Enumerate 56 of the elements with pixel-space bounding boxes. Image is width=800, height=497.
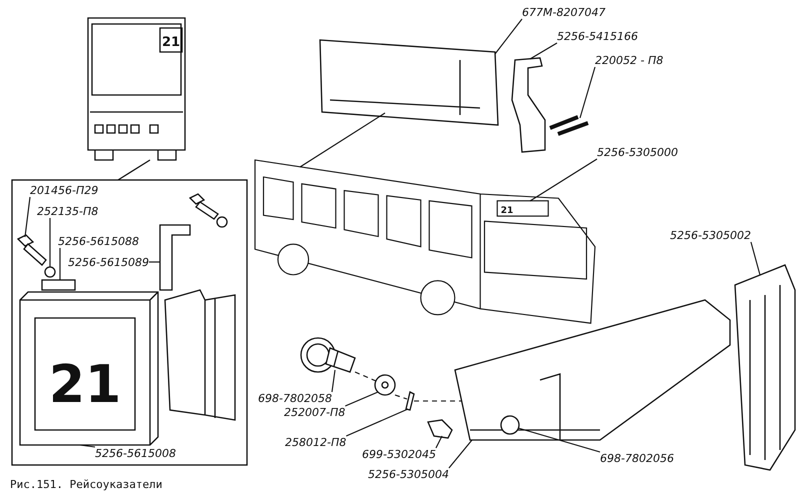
- part-number: 220052 - П8: [595, 54, 664, 67]
- cotter-pin-drawing: [405, 391, 415, 411]
- part-number: 5256-5615008: [95, 447, 176, 460]
- part-number: 677М-8207047: [522, 6, 606, 19]
- part-number: 5256-5415166: [557, 30, 638, 43]
- route-number: 21: [500, 206, 514, 216]
- leader-line: [448, 440, 472, 468]
- part-number: 201456-П29: [30, 184, 98, 197]
- bracket-drawing: [511, 57, 546, 153]
- bracket-plate: [41, 279, 76, 291]
- leader-line: [750, 242, 761, 276]
- part-number: 5256-5305000: [597, 146, 678, 159]
- route-number: 21: [48, 355, 122, 415]
- part-number: 699-5302045: [362, 448, 436, 461]
- leader-line: [530, 42, 558, 60]
- assembly-axis: [354, 372, 376, 382]
- assembly-axis: [394, 394, 408, 400]
- leader-line: [530, 158, 598, 202]
- part-number: 5256-5305004: [368, 468, 449, 481]
- part-number: 698-7802058: [258, 392, 332, 405]
- leader-line: [59, 248, 61, 280]
- leader-line: [300, 112, 386, 168]
- washer-drawing: [44, 266, 56, 278]
- route-number-box-drawing: [19, 291, 159, 446]
- part-number: 252007-П8: [284, 406, 346, 419]
- leader-line: [148, 261, 160, 263]
- lamp-socket-drawing: [300, 337, 356, 373]
- lamp-drawing: [427, 419, 453, 439]
- route-sign-frame: [496, 200, 549, 217]
- leader-line: [345, 392, 378, 406]
- lamp-socket-drawing: [500, 415, 520, 435]
- part-number: 5256-5615088: [58, 235, 139, 248]
- sign-panel-drawing: [319, 39, 499, 126]
- screw-pair-drawing: [548, 115, 590, 136]
- part-number: 252135-П8: [37, 205, 98, 218]
- part-number: 258012-П8: [285, 436, 346, 449]
- leader-line: [579, 66, 596, 118]
- leader-line: [80, 444, 96, 448]
- leader-line: [346, 408, 408, 436]
- route-number: 21: [162, 35, 180, 50]
- leader-line: [24, 196, 31, 238]
- bracket-drawing: [159, 224, 191, 291]
- part-number: 5256-5615089: [68, 256, 149, 269]
- part-number: 5256-5305002: [670, 229, 751, 242]
- leader-line: [494, 18, 522, 54]
- figure-caption: Рис.151. Рейсоуказатели: [10, 478, 162, 491]
- part-number: 698-7802056: [600, 452, 674, 465]
- leader-line: [331, 370, 336, 392]
- leader-line: [49, 218, 51, 267]
- bolt-drawing: [16, 234, 47, 266]
- washer-drawing: [374, 374, 396, 396]
- bus-drawing: [254, 159, 596, 324]
- sign-housing-drawing: [454, 299, 731, 441]
- sign-cover-drawing: [734, 264, 796, 471]
- assembly-axis: [414, 400, 462, 402]
- leader-line: [435, 436, 442, 448]
